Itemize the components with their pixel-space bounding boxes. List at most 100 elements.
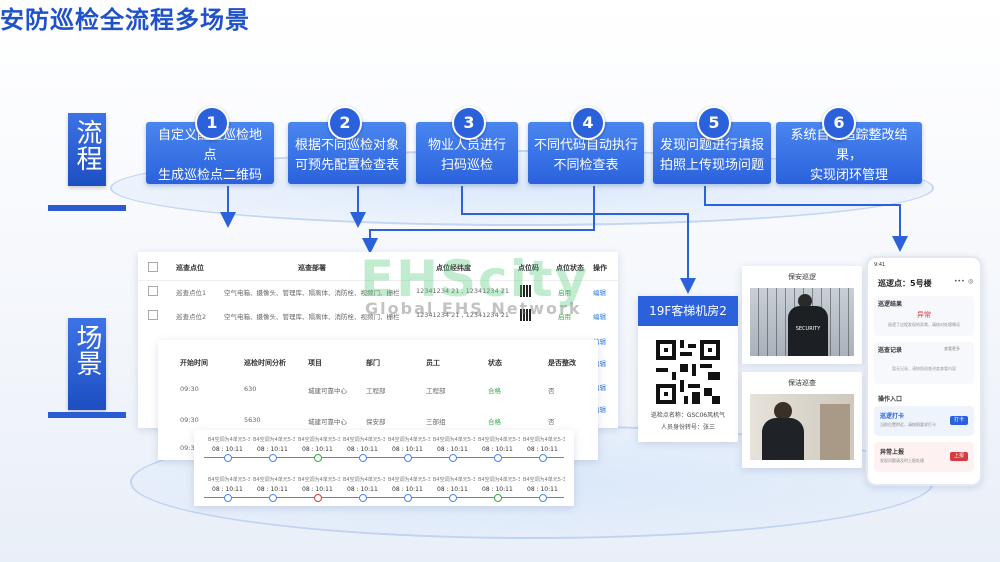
step-6-line2: 实现闭环管理	[809, 168, 888, 183]
point-qr-icon[interactable]	[520, 285, 532, 297]
patrol-record-detail: 暂无记录，请按照巡查进度查看内容	[892, 366, 956, 371]
report-action-desc: 发现问题请及时上报处理	[880, 458, 924, 463]
step-number-2: 2	[328, 106, 362, 140]
select-all-checkbox[interactable]	[148, 262, 158, 272]
timeline-item-time: 08 : 10:11	[212, 446, 243, 453]
patrol-record-section: 巡查记录 查看更多 暂无记录，请按照巡查进度查看内容	[874, 342, 974, 384]
timeline-dot[interactable]	[269, 454, 277, 462]
door-panel	[820, 404, 850, 460]
timeline-dot[interactable]	[224, 494, 232, 502]
timeline-item-time: 08 : 10:11	[347, 486, 378, 493]
edit-link[interactable]: 编辑	[593, 406, 606, 414]
edit-link[interactable]: 编辑	[593, 360, 606, 368]
col-header-staff: 员工	[426, 359, 440, 367]
timeline-dot[interactable]	[449, 454, 457, 462]
record-dept: 工程部	[366, 387, 386, 395]
timeline-item-label: B4空调为4单元5-3层检视检查	[523, 437, 565, 443]
timeline-item-time: 08 : 10:11	[347, 446, 378, 453]
timeline-item-label: B4空调为4单元5-3层检视检查	[208, 437, 250, 443]
step-number-3: 3	[452, 106, 486, 140]
step-3-line2: 扫码巡检	[440, 158, 493, 173]
timeline-dot[interactable]	[359, 494, 367, 502]
record-staff: 三部组	[426, 418, 446, 426]
point-name: 巡查点位1	[176, 289, 207, 297]
timeline-dot[interactable]	[404, 494, 412, 502]
inspection-timeline: B4空调为4单元5-3层检视检查08 : 10:11B4空调为4单元5-3层检视…	[194, 430, 574, 506]
point-name: 巡查点位2	[176, 313, 207, 321]
timeline-dot[interactable]	[314, 454, 322, 462]
timeline-dot[interactable]	[269, 494, 277, 502]
edit-link[interactable]: 编辑	[593, 289, 606, 297]
timeline-item-time: 08 : 10:11	[302, 446, 333, 453]
arrow-step3	[461, 186, 696, 294]
timeline-item-label: B4空调为4单元5-3层检视检查	[478, 477, 520, 483]
edit-link[interactable]: 编辑	[593, 338, 606, 346]
record-start: 09:30	[180, 416, 199, 424]
col-header-point: 巡查点位	[176, 264, 204, 272]
timeline-dot[interactable]	[494, 454, 502, 462]
timeline-item-label: B4空调为4单元5-3层检视检查	[523, 477, 565, 483]
edit-link[interactable]: 编辑	[593, 384, 606, 392]
timeline-dot[interactable]	[314, 494, 322, 502]
row-checkbox[interactable]	[148, 286, 158, 296]
timeline-dot[interactable]	[494, 494, 502, 502]
record-duration: 5630	[244, 416, 261, 424]
timeline-item-label: B4空调为4单元5-3层检视检查	[388, 477, 430, 483]
step-box-2: 根据不同巡检对象可预先配置检查表	[288, 122, 406, 184]
watermark-logo: EHScity	[360, 250, 590, 308]
timeline-dot[interactable]	[449, 494, 457, 502]
col-header-rectify: 是否整改	[548, 359, 576, 367]
patrol-record-more-link[interactable]: 查看更多	[944, 346, 960, 351]
row-checkbox[interactable]	[148, 310, 158, 320]
guard-body	[788, 306, 828, 356]
step-number-5: 5	[697, 106, 731, 140]
step-3-line1: 物业人员进行	[427, 138, 506, 153]
more-icon[interactable]: •••	[954, 278, 965, 285]
record-start: 09:30	[180, 385, 199, 393]
edit-link[interactable]: 编辑	[593, 313, 606, 321]
record-rectify: 否	[548, 387, 555, 395]
record-staff: 工程部	[426, 387, 446, 395]
timeline-item-label: B4空调为4单元5-3层检视检查	[298, 437, 340, 443]
scene-side-label: 场景	[72, 324, 102, 376]
timeline-item-time: 08 : 10:11	[482, 446, 513, 453]
timeline-dot[interactable]	[404, 454, 412, 462]
checkin-action-desc: 当前位置附近，请按照要求打卡	[880, 422, 936, 427]
timeline-item-label: B4空调为4单元5-3层检视检查	[343, 477, 385, 483]
report-button[interactable]: 上报	[950, 452, 968, 461]
timeline-dot[interactable]	[539, 494, 547, 502]
point-coord: 12341234 21 , 12341234 21	[416, 287, 510, 295]
patrol-result-status: 异常	[917, 311, 931, 319]
watermark-subtitle: Global EHS Network	[365, 299, 582, 318]
checkin-action-card[interactable]: 巡逻打卡 当前位置附近，请按照要求打卡 打卡	[874, 406, 974, 436]
step-number-6: 6	[822, 106, 856, 140]
security-shirt-text: SECURITY	[795, 326, 821, 332]
timeline-item-label: B4空调为4单元5-3层检视检查	[253, 437, 295, 443]
record-start: 09:30	[180, 444, 199, 452]
point-qr-icon[interactable]	[520, 309, 532, 321]
report-action-card[interactable]: 异常上报 发现问题请及时上报处理 上报	[874, 442, 974, 472]
col-header-duration: 巡检时间分析	[244, 359, 286, 367]
step-2-line1: 根据不同巡检对象	[294, 138, 399, 153]
mobile-app-mockup: 9:41 巡逻点：5号楼 ••• ◎ 巡逻结果 异常 巡逻了过程发现的异常，请核…	[866, 256, 982, 486]
step-5-line1: 发现问题进行填报	[659, 138, 764, 153]
timeline-dot[interactable]	[224, 454, 232, 462]
flow-tag-base	[48, 205, 126, 211]
point-desc: 空气电箱、摄像头、管理库、隔离体、消防栓、视频门、栅栏	[224, 313, 400, 321]
point-status: 启用	[558, 313, 571, 321]
timeline-dot[interactable]	[539, 454, 547, 462]
checkin-button[interactable]: 打卡	[950, 416, 968, 425]
timeline-item-time: 08 : 10:11	[437, 486, 468, 493]
timeline-item-label: B4空调为4单元5-3层检视检查	[433, 437, 475, 443]
record-duration: 630	[244, 385, 257, 393]
target-icon[interactable]: ◎	[968, 278, 974, 285]
cleaning-staff-photo	[750, 394, 854, 460]
timeline-dot[interactable]	[359, 454, 367, 462]
page-title: 安防巡检全流程多场景	[0, 6, 250, 34]
flow-side-tag: 流程	[68, 113, 106, 186]
phone-status-time: 9:41	[874, 262, 886, 268]
patrol-result-title: 巡逻结果	[878, 301, 903, 308]
timeline-item-time: 08 : 10:11	[302, 486, 333, 493]
step-4-line2: 不同检查表	[553, 158, 619, 173]
